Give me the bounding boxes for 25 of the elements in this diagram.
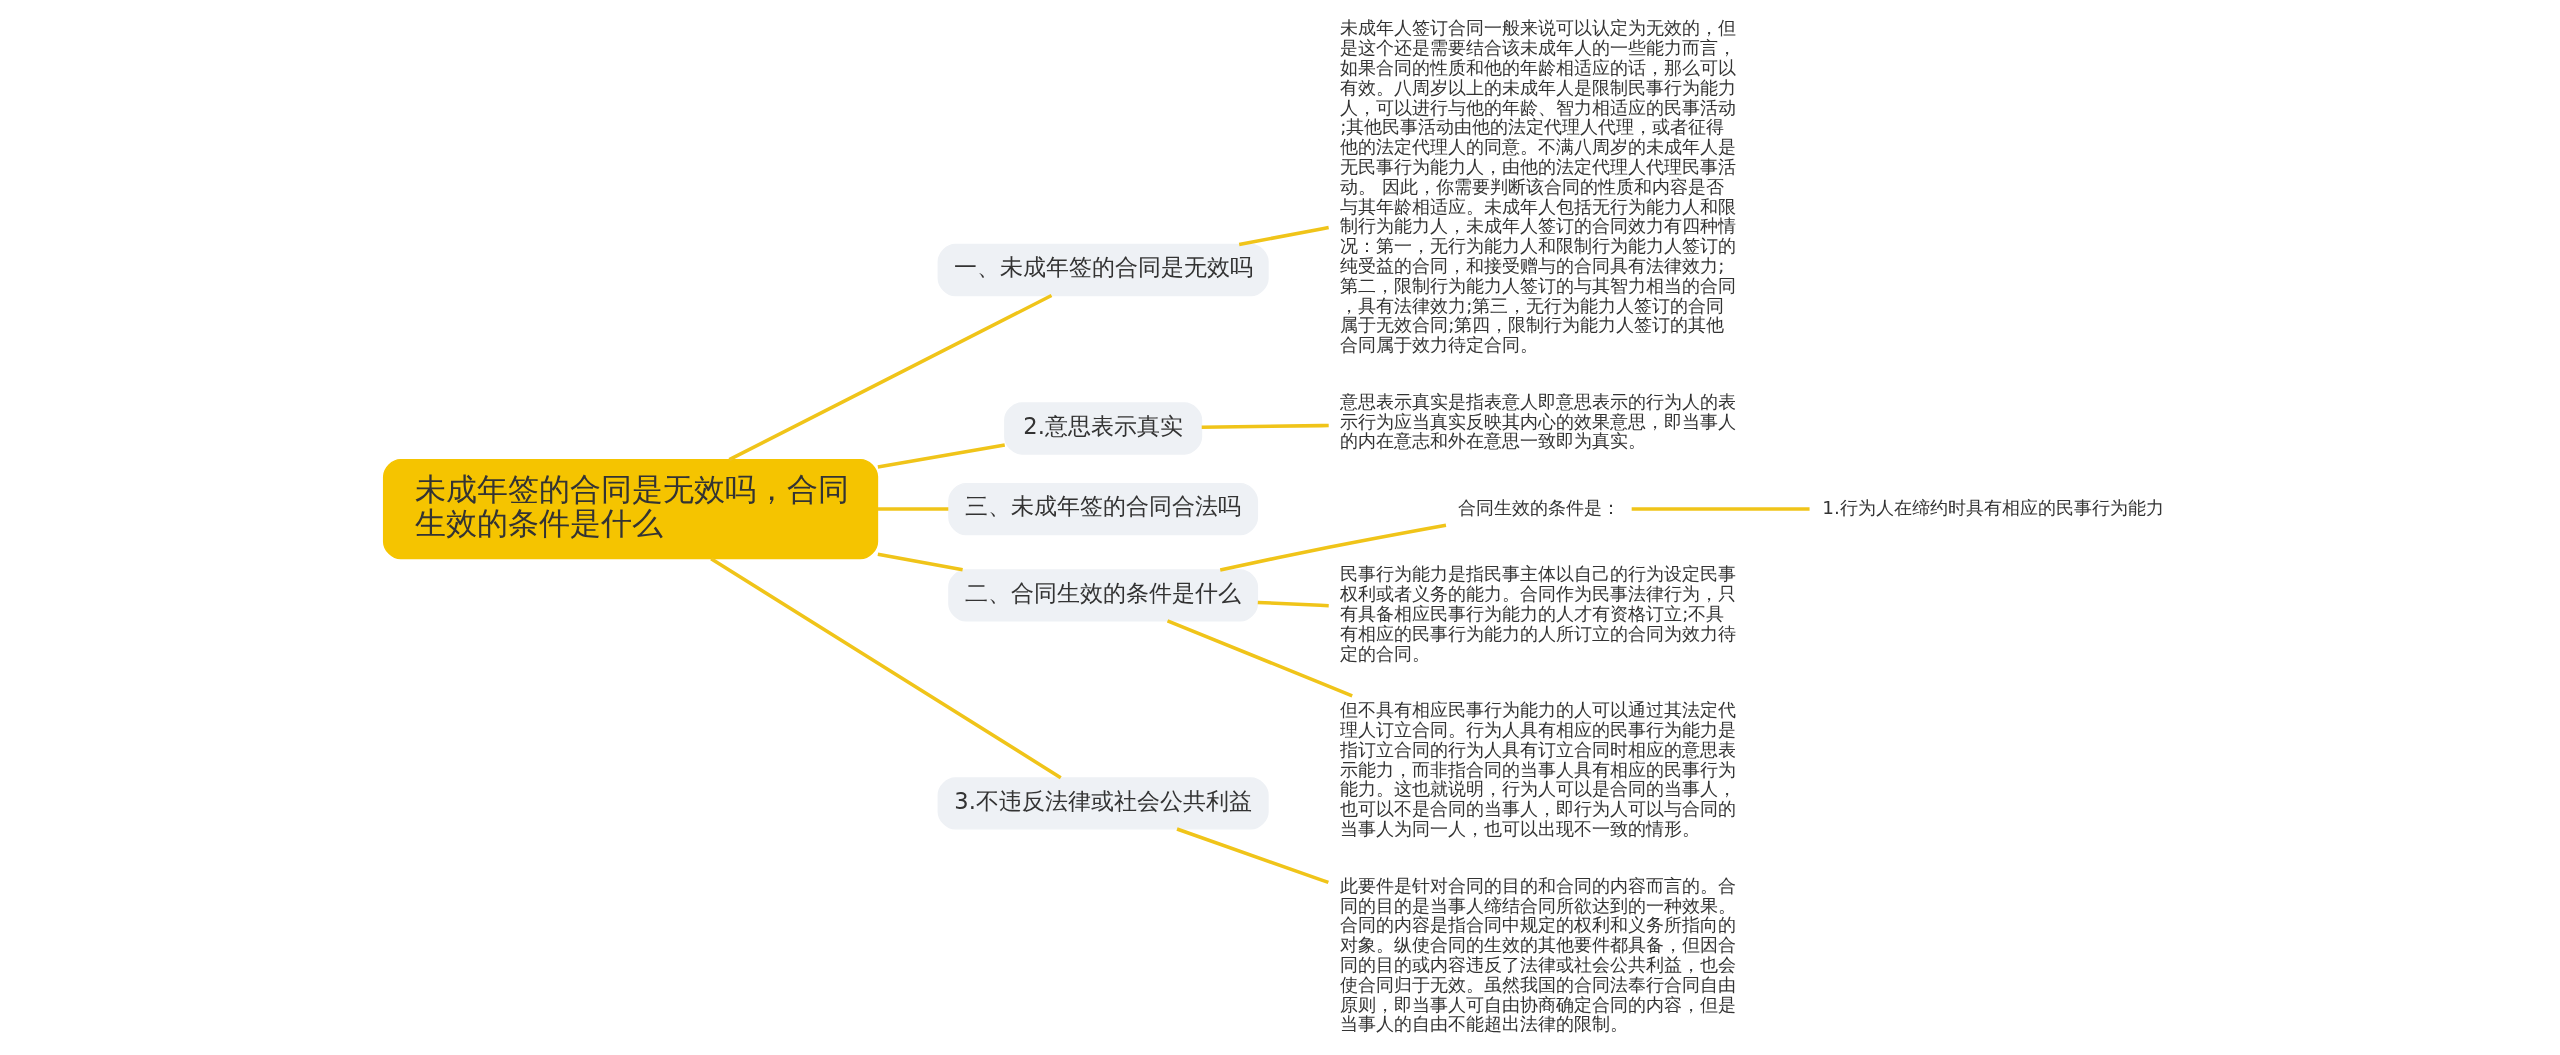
node-box: 三、未成年签的合同合法吗 (948, 482, 1259, 536)
connector (877, 507, 949, 511)
connector (1201, 423, 1329, 429)
node-box: 2.意思表示真实 (1004, 402, 1203, 455)
node-text: 民事行为能力是指民事主体以自己的行为设定民事权利或者义务的能力。合同作为民事法律行为，只有具备相应民事行为能力的人才有资格订立;不具有相应的民事行为能力的人所订立的合同为效力待定的合同。 (1340, 563, 1737, 664)
connector (1257, 600, 1329, 608)
node-text: 但不具有相应民事行为能力的人可以通过其法定代理人订立合同。行为人具有相应的民事行为能力是指订立合同的行为人具有订立合同时相应的意思表示能力，而非指合同的当事人具有相应的民事行为能力。这也就说明，行为人可以是合同的当事人，也可以不是合同的当事人，即行为人可以与合同的当事人为同一人，也可以出现不一致的情形。 (1340, 699, 1737, 840)
connector (1631, 507, 1810, 511)
connector (710, 557, 1062, 780)
node-box: 3.不违反法律或社会公共利益 (937, 777, 1269, 830)
node-box: 未成年签的合同是无效吗，合同生效的条件是什么 (382, 458, 879, 560)
node-box: 一、未成年签的合同是无效吗 (937, 243, 1269, 297)
connector (1176, 827, 1329, 885)
node-box: 二、合同生效的条件是什么 (948, 569, 1259, 622)
node-text: 合同生效的条件是： (1457, 496, 1620, 518)
node-text: 意思表示真实是指表意人即意思表示的行为人的表示行为应当真实反映其内心的效果意思，即当事人的内在意志和外在意思一致即为真实。 (1340, 390, 1737, 452)
connector (877, 443, 1006, 469)
connector (1238, 225, 1329, 247)
node-text: 此要件是针对合同的目的和合同的内容而言的。合同的目的是当事人缔结合同所欲达到的一种效果。合同的内容是指合同中规定的权利和义务所指向的对象。纵使合同的生效的其他要件都具备，但因合同的目的或内容违反了法律或社会公共利益，也会使合同归于无效。虽然我国的合同法奉行合同自由原则，即当事人可自由协商确定合同的内容，但是当事人的自由不能超出法律的限制。 (1340, 874, 1737, 1035)
connector (728, 293, 1053, 462)
node-text: 1.行为人在缔约时具有相应的民事行为能力 (1822, 496, 2164, 518)
connector (1219, 523, 1447, 572)
connector (877, 552, 963, 572)
connector (1166, 619, 1353, 698)
node-text: 未成年人签订合同一般来说可以认定为无效的，但是这个还是需要结合该未成年人的一些能力而言，如果合同的性质和他的年龄相适应的话，那么可以有效。八周岁以上的未成年人是限制民事行为能力人，可以进行与他的年龄、智力相适应的民事活动;其他民事活动由他的法定代理人代理，或者征得他的法定代理人的同意。不满八周岁的未成年人是无民事行为能力人，由他的法定代理人代理民事活动。 因此，你需要判断该合同的性质和内容是否与其年龄相适应。未成年人包括无行为能力人和限制行为能力人，未成年人签订的合同效力有四种情况：第一，无行为能力人和限制行为能力人签订的纯受益的合同，和接受赠与的合同具有法律效力;第二，限制行为能力人签订的与其智力相当的合同，具有法律效力;第三，无行为能力人签订的合同属于无效合同;第四，限制行为能力人签订的其他合同属于效力待定合同。 (1340, 17, 1737, 356)
